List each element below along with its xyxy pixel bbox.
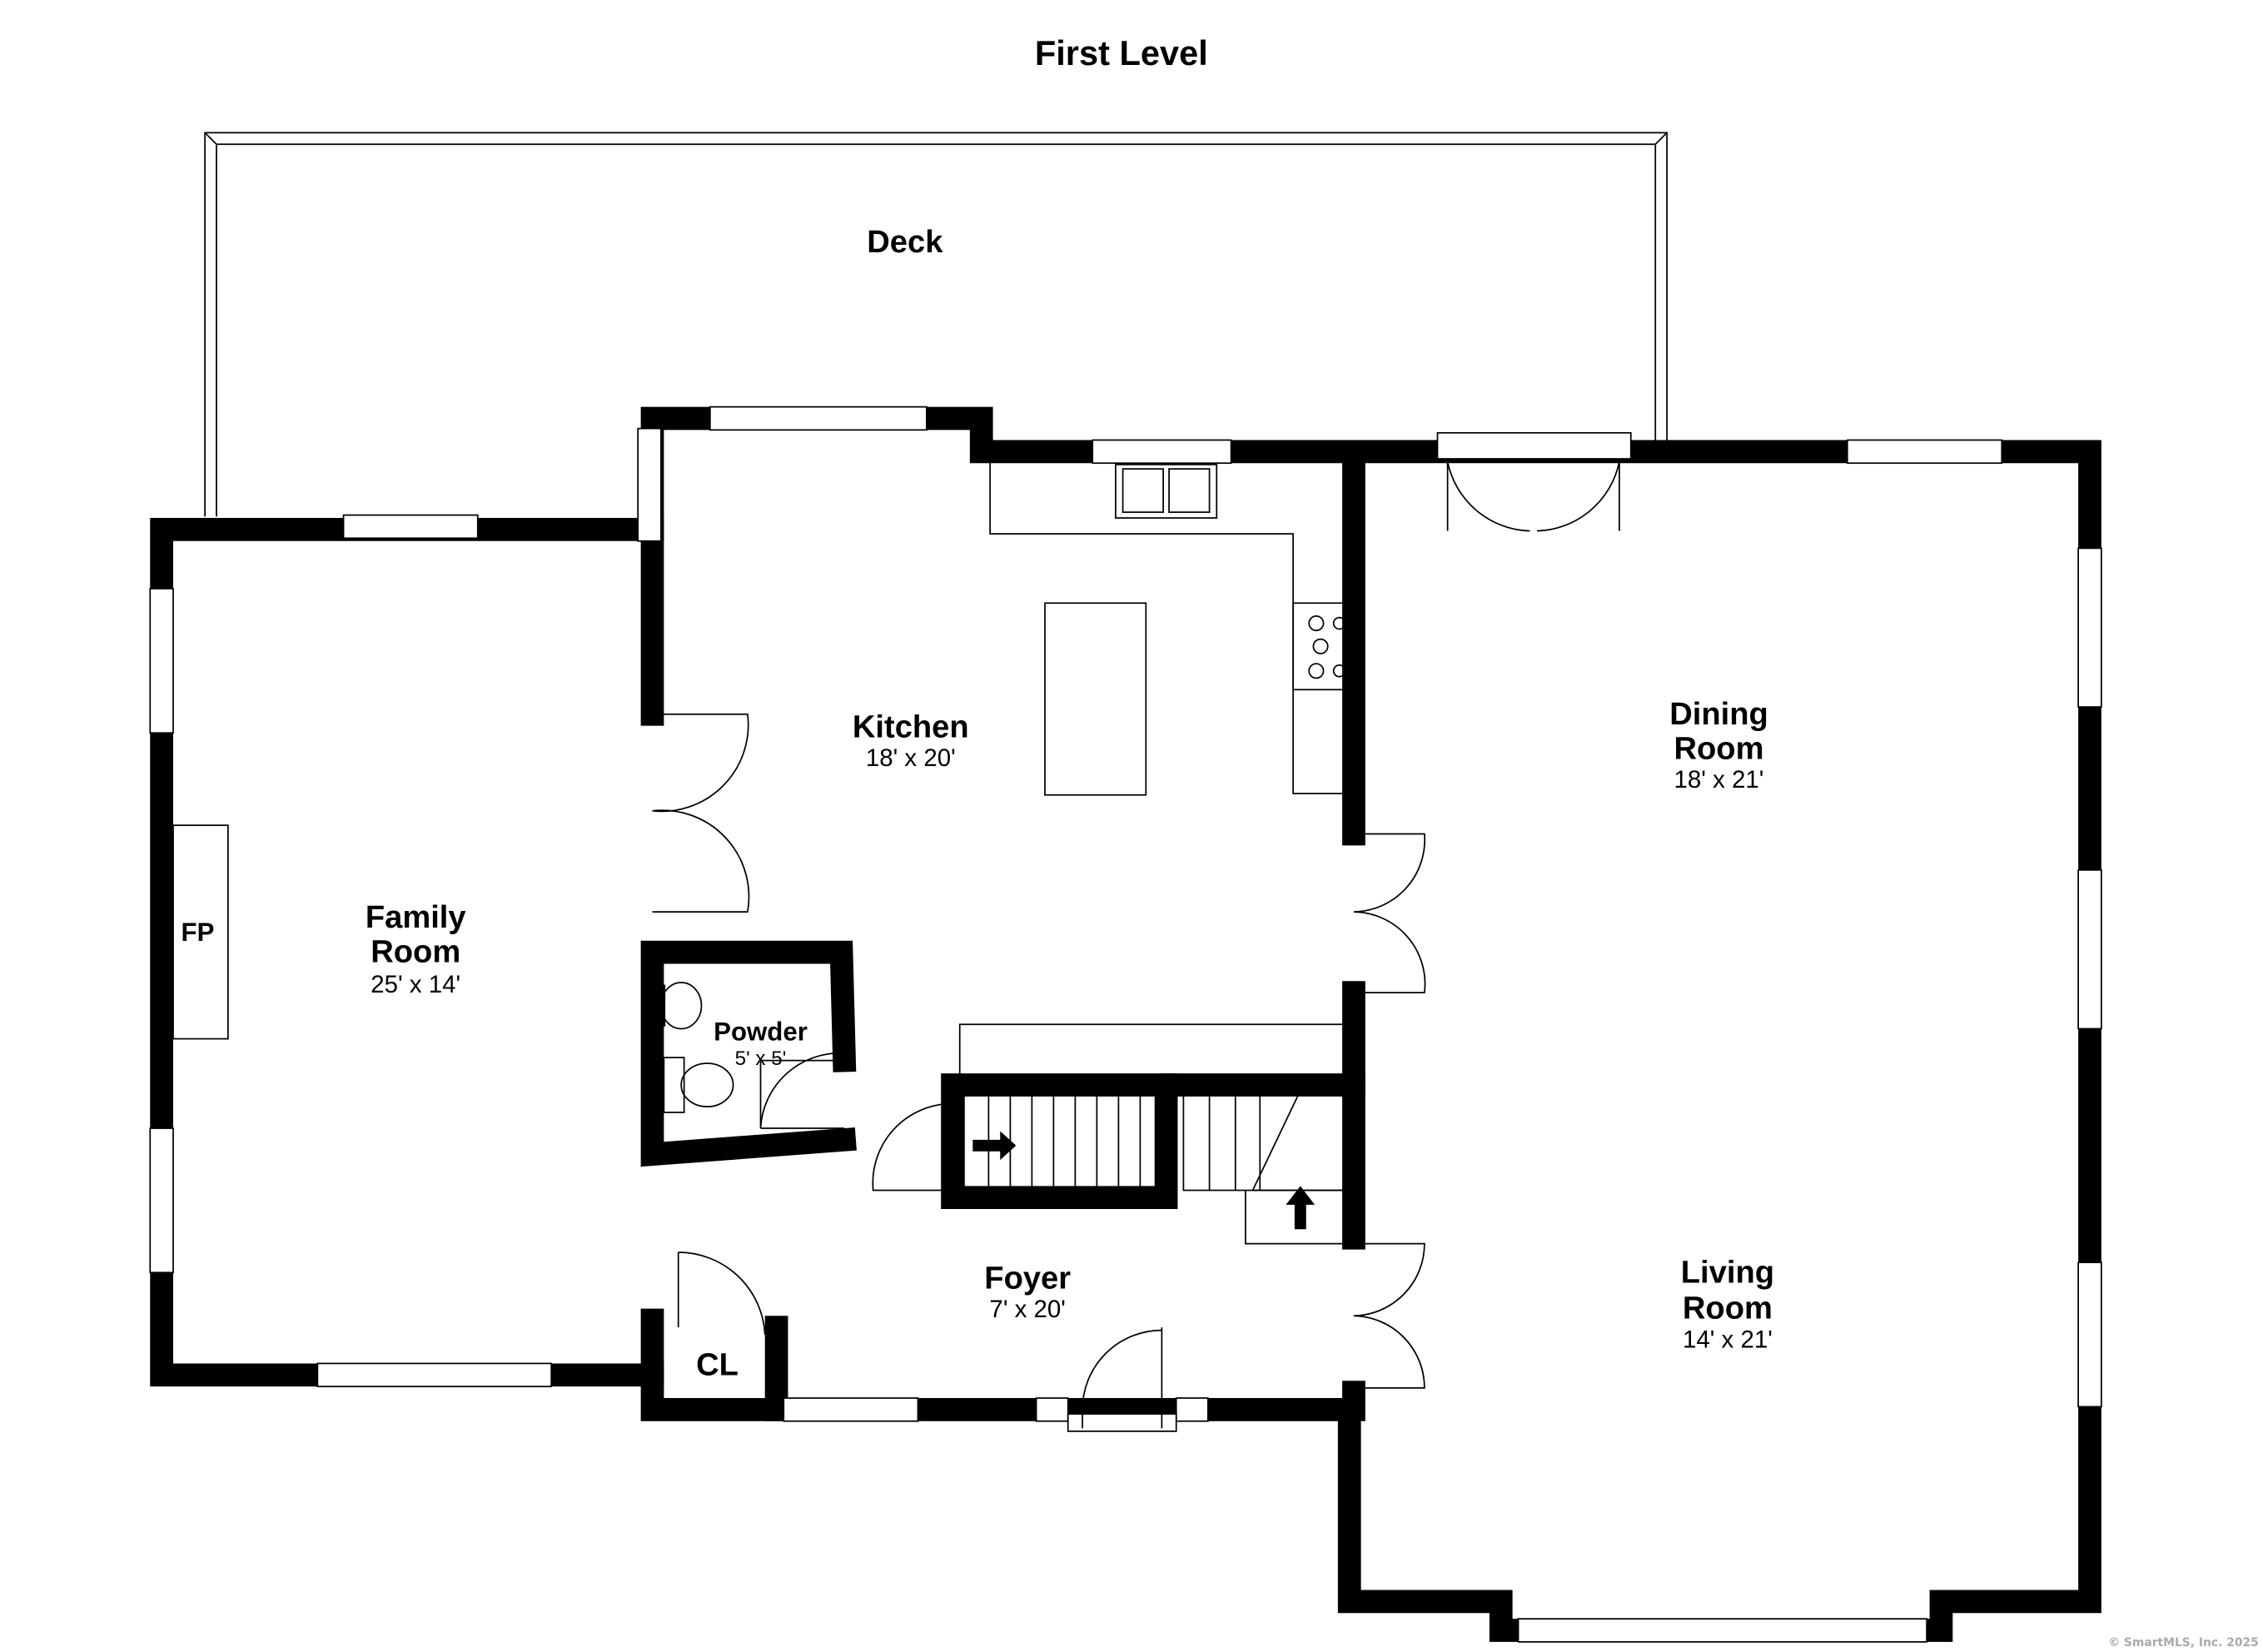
stairs [963, 1092, 1350, 1245]
dining-label-1: Dining [1669, 696, 1768, 732]
living-label-2: Room [1683, 1291, 1773, 1326]
arrow-up-icon [1286, 1186, 1316, 1230]
kitchen-fixtures [958, 461, 1350, 1086]
kitchen-size: 18' x 20' [866, 744, 956, 772]
copyright: © SmartMLS, Inc. 2025 [2108, 1636, 2259, 1650]
kitchen-label: Kitchen [853, 709, 969, 744]
arrow-right-icon [972, 1131, 1017, 1161]
closet-label: CL [696, 1346, 739, 1382]
windows [149, 406, 2102, 1643]
family-label-1: Family [366, 899, 466, 935]
fireplace [172, 824, 229, 1040]
plan-title: First Level [1035, 33, 1208, 72]
living-size: 14' x 21' [1683, 1326, 1773, 1353]
doors [652, 461, 1620, 1429]
family-label-2: Room [371, 934, 460, 970]
family-size: 25' x 14' [371, 971, 460, 998]
powder-fixtures [660, 982, 734, 1113]
foyer-size: 7' x 20' [989, 1296, 1066, 1323]
fireplace-label: FP [182, 918, 215, 947]
deck [204, 132, 1668, 517]
sink-icon [1115, 464, 1218, 519]
dining-size: 18' x 21' [1674, 766, 1764, 794]
deck-label: Deck [867, 224, 943, 260]
powder-label: Powder [714, 1017, 808, 1046]
dining-label-2: Room [1674, 730, 1764, 766]
powder-size: 5' x 5' [735, 1047, 787, 1070]
foyer-label: Foyer [984, 1260, 1071, 1296]
stove-icon [1292, 602, 1350, 691]
living-label-1: Living [1681, 1254, 1774, 1290]
